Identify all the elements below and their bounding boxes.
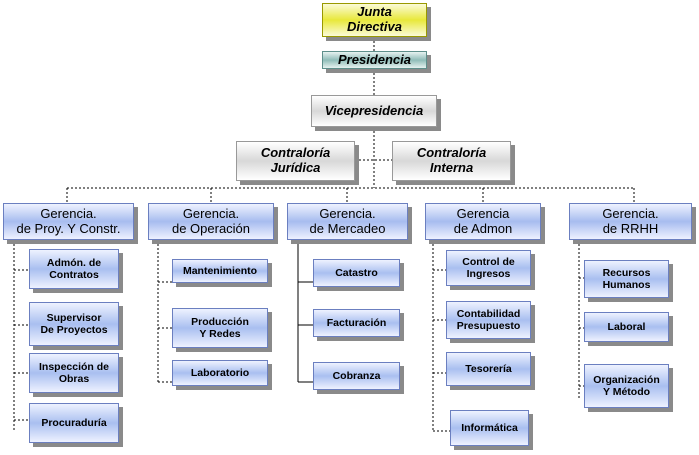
sub-line: Tesorería: [465, 362, 512, 375]
gerencia-title-line-2: de Proy. Y Constr.: [16, 220, 121, 236]
produccion-redes-box: Producción Y Redes: [172, 308, 268, 348]
organizacion-metodo-box: Organización Y Método: [584, 364, 669, 408]
sub-line: Organización: [593, 373, 660, 386]
gerencia-title-line-1: Gerencia.: [319, 205, 376, 221]
junta-directiva-box: Junta Directiva: [322, 3, 427, 37]
sub-line: Facturación: [326, 316, 387, 329]
facturacion-box: Facturación: [313, 309, 400, 337]
contraloria-interna-line-2: Interna: [429, 160, 474, 175]
gerencia-mercadeo-box: Gerencia. de Mercadeo: [287, 203, 408, 240]
sub-line: Procuraduría: [41, 416, 107, 429]
vicepresidencia-label: Vicepresidencia: [324, 102, 424, 118]
sub-line: Contabilidad: [456, 307, 521, 320]
gerencia-operacion-box: Gerencia. de Operación: [148, 203, 274, 240]
gerencia-title-line-1: Gerencia: [456, 205, 510, 221]
sub-line: Obras: [58, 373, 90, 385]
sub-line: Producción: [191, 315, 249, 328]
control-ingresos-box: Control de Ingresos: [446, 250, 531, 286]
tesoreria-box: Tesorería: [446, 352, 531, 386]
sub-line: Supervisor: [46, 311, 102, 324]
sub-line: Y Método: [602, 386, 651, 398]
sub-line: Control de: [462, 255, 515, 268]
admon-contratos-box: Admón. de Contratos: [29, 249, 119, 289]
sub-line: Mantenimiento: [182, 264, 258, 277]
gerencia-title-line-1: Gerencia.: [40, 205, 97, 221]
informatica-box: Informática: [450, 410, 529, 446]
sub-line: Cobranza: [332, 369, 381, 382]
sub-line: Y Redes: [199, 328, 241, 340]
inspeccion-obras-box: Inspección de Obras: [29, 353, 119, 393]
laboral-box: Laboral: [584, 312, 669, 342]
sub-line: Recursos: [602, 266, 651, 279]
presidencia-label: Presidencia: [338, 51, 411, 67]
contraloria-juridica-box: Contraloría Jurídica: [236, 141, 355, 181]
sub-line: Laboratorio: [190, 366, 250, 379]
gerencia-title-line-2: de RRHH: [602, 220, 659, 236]
sub-line: Contratos: [49, 269, 99, 281]
contraloria-interna-box: Contraloría Interna: [392, 141, 511, 181]
recursos-humanos-box: Recursos Humanos: [584, 260, 669, 298]
sub-line: Informática: [461, 421, 518, 434]
sub-line: De Proyectos: [40, 324, 108, 336]
contraloria-juridica-line-1: Contraloría: [260, 145, 331, 161]
gerencia-title-line-2: de Mercadeo: [309, 220, 386, 236]
catastro-box: Catastro: [313, 259, 400, 287]
gerencia-title-line-1: Gerencia.: [182, 205, 240, 221]
sub-line: Presupuesto: [456, 320, 521, 332]
gerencia-rrhh-box: Gerencia. de RRHH: [569, 203, 692, 240]
vicepresidencia-box: Vicepresidencia: [311, 95, 437, 127]
sub-line: Inspección de: [38, 360, 110, 373]
gerencia-title-line-2: de Admon: [453, 220, 513, 236]
sub-line: Laboral: [607, 320, 646, 333]
cobranza-box: Cobranza: [313, 362, 400, 390]
contraloria-interna-line-1: Contraloría: [416, 145, 487, 161]
contraloria-juridica-line-2: Jurídica: [270, 160, 321, 175]
gerencia-title-line-2: de Operación: [171, 220, 251, 236]
procuraduria-box: Procuraduría: [29, 403, 119, 443]
supervisor-proyectos-box: Supervisor De Proyectos: [29, 302, 119, 346]
junta-line-1: Junta: [357, 4, 392, 20]
presidencia-box: Presidencia: [322, 51, 427, 69]
laboratorio-box: Laboratorio: [172, 360, 268, 386]
sub-line: Admón. de: [46, 256, 102, 269]
junta-line-2: Directiva: [347, 19, 402, 34]
gerencia-proy-constr-box: Gerencia. de Proy. Y Constr.: [3, 203, 134, 240]
contabilidad-presupuesto-box: Contabilidad Presupuesto: [446, 301, 531, 339]
sub-line: Humanos: [602, 279, 651, 291]
sub-line: Catastro: [335, 266, 378, 279]
mantenimiento-box: Mantenimiento: [172, 259, 268, 283]
gerencia-admon-box: Gerencia de Admon: [425, 203, 541, 240]
sub-line: Ingresos: [466, 268, 511, 280]
gerencia-title-line-1: Gerencia.: [602, 205, 659, 221]
